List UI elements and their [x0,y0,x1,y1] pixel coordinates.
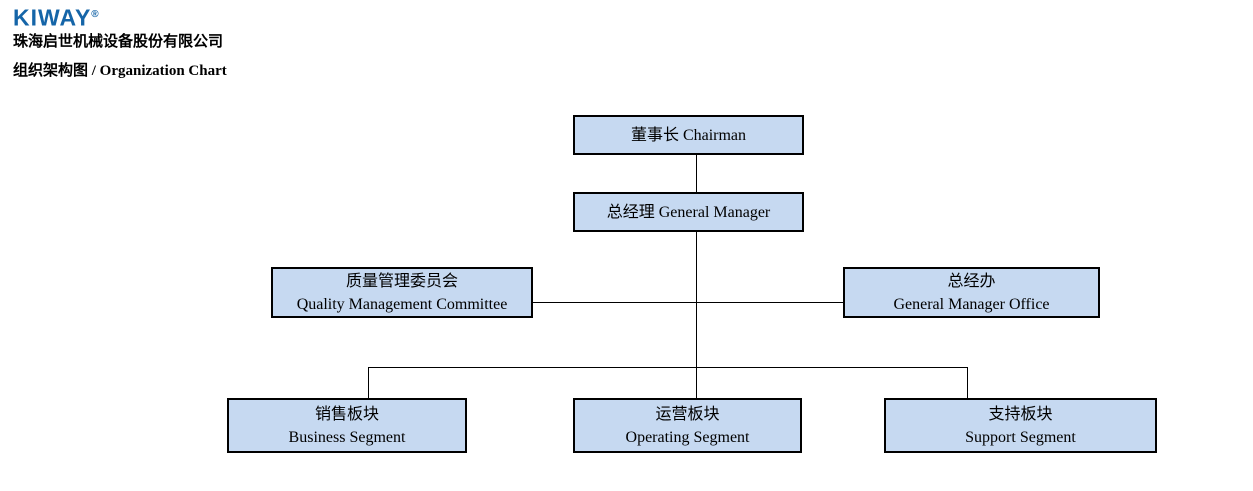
org-node-gmo-label-zh: 总经办 [947,272,996,290]
org-node-qmc-label-en: Quality Management Committee [296,295,508,313]
org-node-chairman-label: 董事长 Chairman [630,126,747,144]
connector-segments-horizontal [368,367,968,368]
connector-committee-to-office [533,302,843,303]
org-node-business-label-zh: 销售板块 [314,405,379,423]
connector-gm-vertical-trunk [696,230,697,398]
org-node-general-manager: 总经理 General Manager [573,192,804,232]
org-node-quality-management-committee: 质量管理委员会 Quality Management Committee [271,267,533,318]
org-node-operating-segment: 运营板块 Operating Segment [573,398,802,453]
org-node-support-label-en: Support Segment [965,428,1076,446]
org-node-general-manager-office: 总经办 General Manager Office [843,267,1100,318]
org-node-qmc-label-zh: 质量管理委员会 [345,272,458,290]
org-node-business-segment: 销售板块 Business Segment [227,398,467,453]
registered-trademark-icon: ® [91,9,99,20]
org-node-general-manager-label: 总经理 General Manager [606,203,771,221]
org-node-support-segment: 支持板块 Support Segment [884,398,1157,453]
logo-text: KIWAY [13,4,92,31]
org-node-business-label-en: Business Segment [288,428,406,446]
org-node-operating-label-zh: 运营板块 [655,405,720,423]
kiway-logo: KIWAY® [13,3,99,30]
org-node-operating-label-en: Operating Segment [625,428,750,446]
connector-drop-business-segment [368,367,369,398]
connector-drop-support-segment [967,367,968,398]
company-name: 珠海启世机械设备股份有限公司 [13,34,224,50]
org-node-gmo-label-en: General Manager Office [893,295,1050,313]
page-title: 组织架构图 / Organization Chart [13,63,227,79]
org-node-chairman: 董事长 Chairman [573,115,804,155]
connector-chairman-to-gm [696,153,697,194]
org-node-support-label-zh: 支持板块 [988,405,1053,423]
